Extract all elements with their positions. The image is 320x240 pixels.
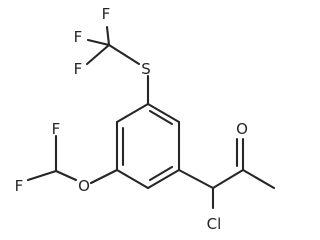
bond-o-chf2 [54, 169, 78, 182]
atom-f-lower: F [74, 60, 83, 78]
bond-cf3-s [107, 43, 141, 66]
atom-s: S [141, 60, 151, 78]
atom-o-ether: O [78, 177, 90, 195]
bond-cf3-f-left [86, 38, 111, 47]
bond-ring-o [89, 168, 119, 185]
atom-f-top: F [102, 5, 111, 23]
atom-cl: Cl [207, 215, 222, 233]
bond-cf3-f-top [105, 25, 111, 47]
bond-ring-inner-1 [148, 109, 174, 126]
bond-lines [26, 25, 276, 210]
bond-cf3-f-lower [85, 43, 111, 66]
bond-chf2-f-lower [26, 169, 58, 182]
bond-ring-ch [177, 168, 215, 190]
atom-f-difluoro-lower: F [15, 177, 24, 195]
bond-carbonyl-methyl [241, 168, 276, 190]
chemical-structure: F F F S F F O O Cl [15, 5, 276, 233]
atom-o-carbonyl: O [236, 120, 248, 138]
atom-f-left: F [74, 28, 83, 46]
bond-ring-inner-2 [148, 165, 174, 182]
bond-ring-1-2 [146, 102, 181, 124]
atom-f-difluoro-upper: F [52, 120, 61, 138]
bond-ch-carbonyl [211, 168, 245, 190]
bond-ring-6-1 [115, 102, 150, 124]
bond-ring-3-4 [146, 168, 181, 190]
bond-ring-4-5 [115, 168, 150, 190]
atom-labels: F F F S F F O O Cl [15, 5, 248, 233]
